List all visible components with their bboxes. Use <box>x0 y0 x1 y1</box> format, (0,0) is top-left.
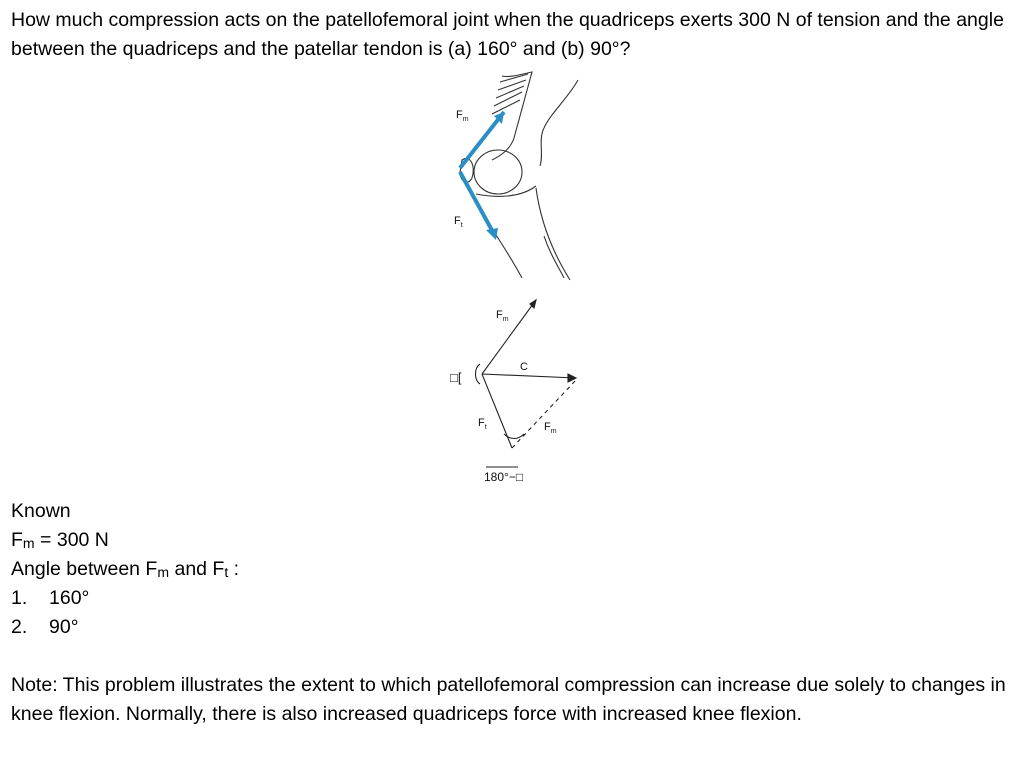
theta-arc <box>474 363 481 385</box>
vector-triangle <box>474 298 578 468</box>
list-value: 90° <box>49 616 79 638</box>
knee-fm-label: Fm <box>456 109 469 123</box>
list-number: 1. <box>11 587 28 609</box>
knee-diagram-svg: Fm Ft Fm C Ft Fm □[ 180°−□ <box>450 71 579 484</box>
triangle-fm-label: Fm <box>496 309 509 323</box>
triangle-ft-line <box>481 373 513 449</box>
known-fm-line: Fm = 300 N <box>11 526 239 555</box>
knee-sketch <box>459 71 579 281</box>
angle-prefix: Angle between F <box>11 558 158 580</box>
triangle-fm-dashed-label: Fm <box>544 421 557 435</box>
quadriceps-outline-3 <box>495 85 525 99</box>
tibial-plateau <box>475 185 537 197</box>
knee-ft-arrowhead <box>486 228 498 240</box>
quadriceps-outline-2 <box>497 79 527 91</box>
femur-outline <box>491 71 533 161</box>
supplement-arc <box>503 433 525 440</box>
knee-ft-label: Ft <box>454 215 463 229</box>
knee-ft-vector <box>458 171 496 235</box>
angle-sub-t: t <box>224 564 229 581</box>
triangle-fm-arrowhead <box>529 298 537 310</box>
quadriceps-outline-5 <box>491 99 521 115</box>
angle-list-item: 1. 160° <box>11 584 239 613</box>
question-text: How much compression acts on the patello… <box>11 9 1004 60</box>
angle-suffix: : <box>228 558 240 580</box>
quadriceps-outline-1 <box>499 73 529 83</box>
note-text: Note: This problem illustrates the exten… <box>11 674 1006 725</box>
fibula <box>543 235 565 279</box>
triangle-ft-label: Ft <box>478 417 487 431</box>
triangle-c-arrowhead <box>567 373 578 383</box>
theta-label: □[ <box>450 370 462 385</box>
knee-force-vectors <box>458 110 506 240</box>
angle-mid: and F <box>169 558 225 580</box>
list-value: 160° <box>49 587 90 609</box>
knee-fm-vector <box>458 110 506 170</box>
tibia-posterior <box>535 187 571 281</box>
known-heading: Known <box>11 500 71 522</box>
fm-subscript: m <box>22 535 35 552</box>
quadriceps-outline-4 <box>493 91 523 107</box>
knee-force-figure: Fm Ft Fm C Ft Fm □[ 180°−□ <box>440 68 600 498</box>
known-section: Known Fm = 300 N Angle between Fm and Ft… <box>11 497 239 642</box>
fm-symbol: F <box>11 529 23 551</box>
angle-list-item: 2. 90° <box>11 613 239 642</box>
angle-sub-m: m <box>157 564 170 581</box>
triangle-c-line <box>481 373 577 379</box>
list-number: 2. <box>11 616 28 638</box>
triangle-fm-line <box>481 299 537 375</box>
fm-value: = 300 N <box>34 529 109 551</box>
supplement-label: 180°−□ <box>484 470 523 484</box>
angle-list: 1. 160° 2. 90° <box>11 584 239 642</box>
triangle-c-label: C <box>520 361 528 373</box>
posterior-leg-outline <box>539 79 579 167</box>
femoral-condyle <box>473 149 523 195</box>
knee-fm-arrowhead <box>494 112 504 124</box>
known-angle-line: Angle between Fm and Ft : <box>11 555 239 584</box>
triangle-fm-dashed-line <box>511 379 577 449</box>
